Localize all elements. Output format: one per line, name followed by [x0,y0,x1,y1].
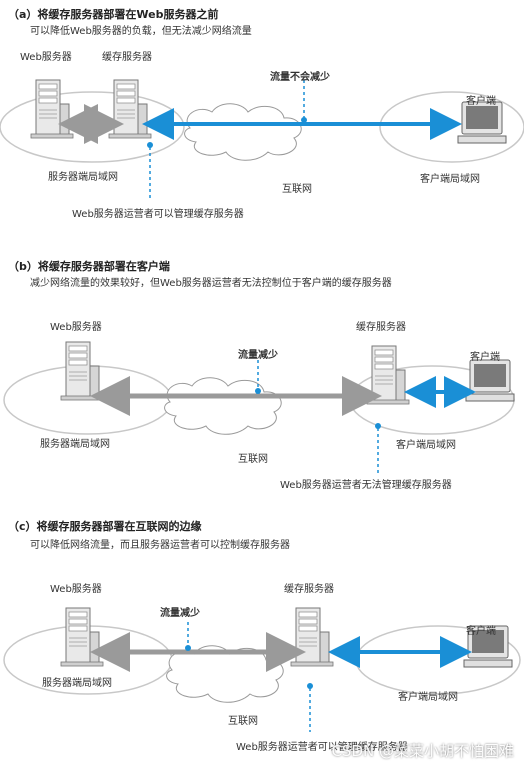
cache-server-label: 缓存服务器 [356,322,406,333]
operator-note: Web服务器运营者无法管理缓存服务器 [280,480,452,491]
web-server-icon [30,79,74,139]
cache-server-label: 缓存服务器 [102,52,152,63]
web-server-icon [60,607,104,667]
panel-a-subtitle: 可以降低Web服务器的负载，但无法减少网络流量 [30,26,252,37]
traffic-label: 流量不会减少 [270,72,330,83]
client-lan-label: 客户端局域网 [396,440,456,451]
traffic-label: 流量减少 [160,608,200,619]
internet-label: 互联网 [228,716,258,727]
server-lan-label: 服务器端局域网 [42,678,112,689]
server-lan-ellipse [0,91,185,163]
web-server-label: Web服务器 [20,52,72,63]
web-server-label: Web服务器 [50,322,102,333]
server-lan-label: 服务器端局域网 [48,172,118,183]
cache-server-icon [290,607,334,667]
watermark: CSDN @菜菜小胡不怕困难 [331,742,514,760]
internet-label: 互联网 [282,184,312,195]
web-server-icon [60,341,104,401]
panel-b-title: （b）将缓存服务器部署在客户端 [8,260,170,273]
server-lan-label: 服务器端局域网 [40,439,110,450]
cache-server-icon [108,79,152,139]
panel-a-diagram [0,79,524,200]
panel-b-diagram [3,341,515,476]
panel-c-title: （c）将缓存服务器部署在互联网的边缘 [8,520,202,533]
panel-b-subtitle: 减少网络流量的效果较好，但Web服务器运营者无法控制位于客户端的缓存服务器 [30,278,392,289]
client-label: 客户端 [466,96,496,107]
client-label: 客户端 [470,352,500,363]
cache-server-icon [366,345,410,405]
client-monitor-icon [465,359,515,402]
internet-label: 互联网 [238,454,268,465]
panel-c-subtitle: 可以降低网络流量，而且服务器运营者可以控制缓存服务器 [30,540,290,551]
cache-server-label: 缓存服务器 [284,584,334,595]
operator-note: Web服务器运营者可以管理缓存服务器 [236,742,408,753]
panel-a-title: （a）将缓存服务器部署在Web服务器之前 [8,8,219,21]
client-lan-label: 客户端局域网 [420,174,480,185]
web-server-label: Web服务器 [50,584,102,595]
internet-cloud-icon [164,377,282,435]
client-label: 客户端 [466,626,496,637]
client-monitor-icon [457,101,507,144]
panel-c-diagram [3,607,521,732]
client-lan-label: 客户端局域网 [398,692,458,703]
internet-cloud-icon [184,103,302,161]
operator-note: Web服务器运营者可以管理缓存服务器 [72,209,244,220]
traffic-label: 流量减少 [238,350,278,361]
